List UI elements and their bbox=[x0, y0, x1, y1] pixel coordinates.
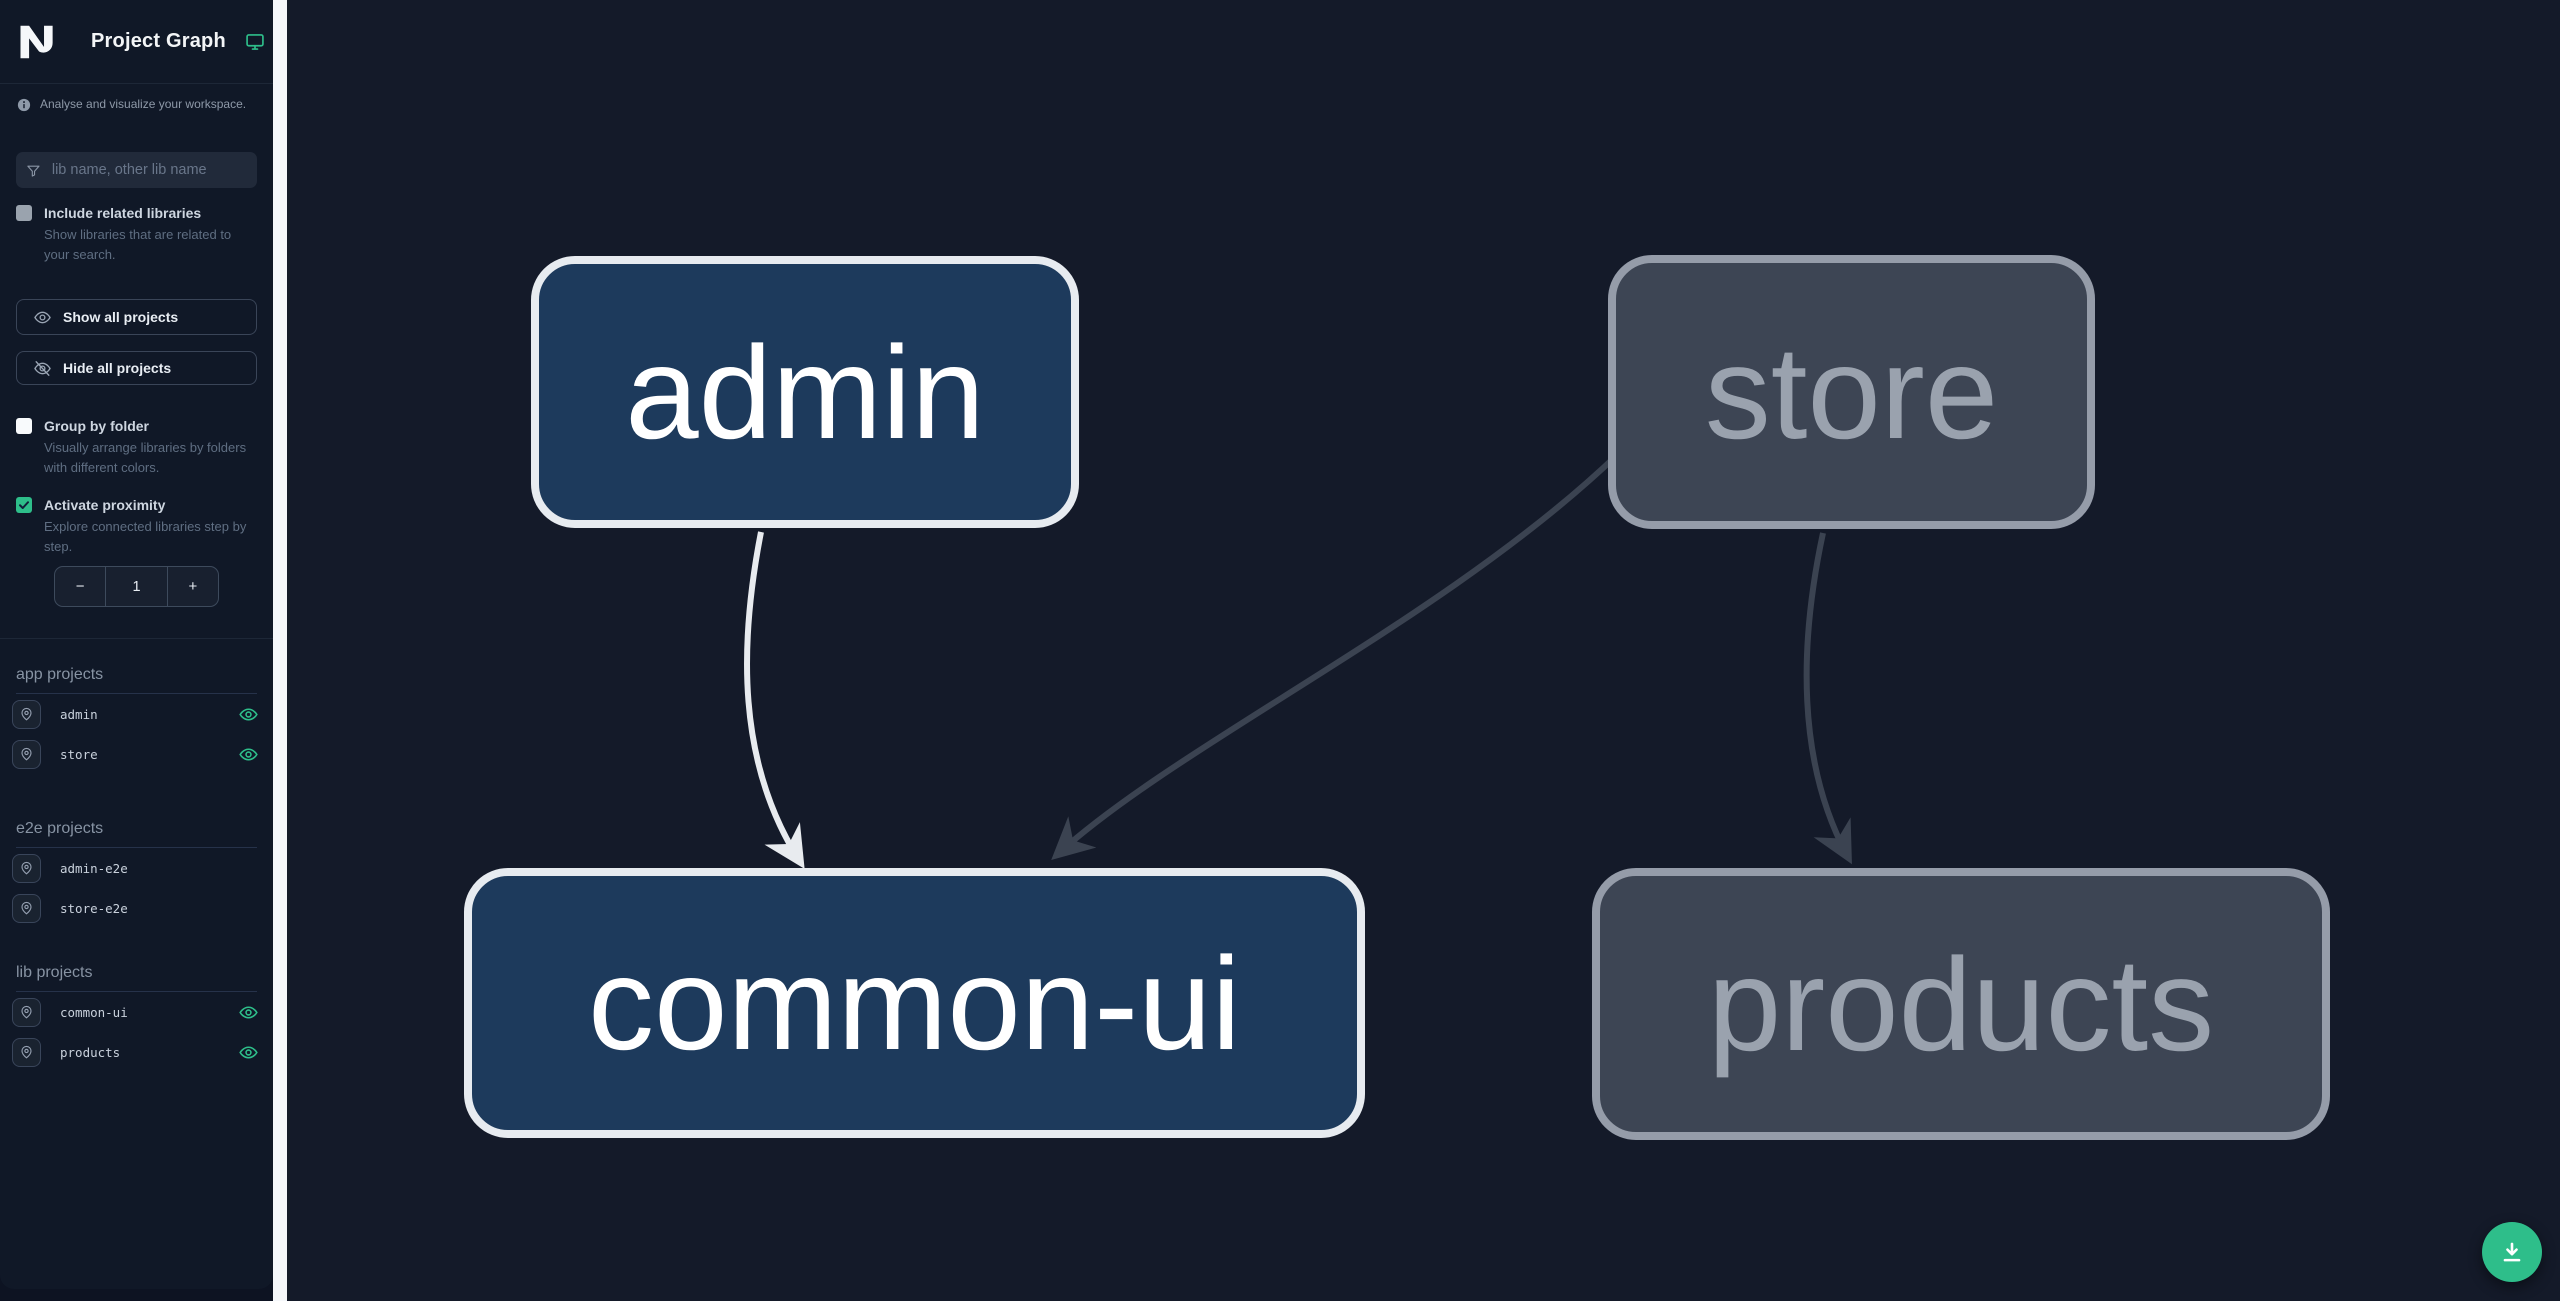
tagline-text: Analyse and visualize your workspace. bbox=[40, 97, 247, 111]
graph-node-products[interactable]: products bbox=[1592, 868, 2330, 1140]
map-pin-icon bbox=[21, 1045, 32, 1059]
sidebar-canvas-divider bbox=[273, 0, 287, 1301]
section-title: lib projects bbox=[16, 964, 257, 992]
funnel-icon bbox=[27, 165, 40, 177]
filter-input[interactable] bbox=[49, 161, 247, 179]
map-pin-icon bbox=[21, 707, 32, 721]
hide-all-label: Hide all projects bbox=[63, 360, 172, 376]
map-pin-icon bbox=[21, 861, 32, 875]
proximity-value: 1 bbox=[105, 567, 168, 606]
graph-node-admin[interactable]: admin bbox=[531, 256, 1079, 528]
focus-project-button[interactable] bbox=[12, 997, 41, 1027]
project-row-admin: admin bbox=[0, 694, 273, 734]
project-name[interactable]: common-ui bbox=[60, 1004, 128, 1020]
sidebar-divider bbox=[0, 638, 273, 639]
focus-project-button[interactable] bbox=[12, 699, 41, 729]
focus-project-button[interactable] bbox=[12, 739, 41, 769]
proximity-decrement-button[interactable]: − bbox=[55, 567, 105, 606]
group-by-folder-label[interactable]: Group by folder bbox=[44, 418, 149, 434]
hide-all-projects-button[interactable]: Hide all projects bbox=[16, 351, 257, 385]
focus-project-button[interactable] bbox=[12, 1037, 41, 1067]
edge-store-common-ui bbox=[1051, 452, 1620, 861]
toggle-visibility-eye-icon[interactable] bbox=[238, 704, 259, 725]
page-title: Project Graph bbox=[91, 30, 226, 52]
workspace-tagline: Analyse and visualize your workspace. bbox=[17, 97, 257, 113]
proximity-stepper: − 1 + bbox=[54, 566, 219, 607]
project-row-store-e2e: store-e2e bbox=[0, 888, 273, 928]
option-activate-proximity: Activate proximity Explore connected lib… bbox=[16, 497, 259, 557]
show-all-label: Show all projects bbox=[63, 309, 179, 325]
eye-slash-icon bbox=[34, 360, 51, 376]
focus-project-button[interactable] bbox=[12, 893, 41, 923]
show-all-projects-button[interactable]: Show all projects bbox=[16, 299, 257, 335]
project-name[interactable]: store bbox=[60, 746, 98, 762]
project-row-products: products bbox=[0, 1032, 273, 1072]
map-pin-icon bbox=[21, 747, 32, 761]
activate-proximity-label[interactable]: Activate proximity bbox=[44, 497, 166, 513]
map-pin-icon bbox=[21, 901, 32, 915]
download-icon bbox=[2503, 1242, 2521, 1262]
nx-logo bbox=[20, 25, 53, 58]
option-group-by-folder: Group by folder Visually arrange librari… bbox=[16, 418, 259, 478]
include-related-checkbox[interactable] bbox=[16, 205, 32, 221]
download-graph-button[interactable] bbox=[2482, 1222, 2542, 1282]
section-title: app projects bbox=[16, 666, 257, 694]
section-app-projects: app projects admin store bbox=[0, 666, 273, 774]
section-lib-projects: lib projects common-ui produ bbox=[0, 964, 273, 1072]
include-related-label[interactable]: Include related libraries bbox=[44, 205, 202, 221]
proximity-increment-button[interactable]: + bbox=[168, 567, 218, 606]
project-row-store: store bbox=[0, 734, 273, 774]
monitor-icon[interactable] bbox=[245, 32, 265, 52]
graph-node-common-ui[interactable]: common-ui bbox=[464, 868, 1365, 1138]
group-by-folder-checkbox[interactable] bbox=[16, 418, 32, 434]
group-by-folder-description: Visually arrange libraries by folders wi… bbox=[44, 440, 247, 476]
activate-proximity-description: Explore connected libraries step by step… bbox=[44, 519, 247, 555]
project-row-common-ui: common-ui bbox=[0, 992, 273, 1032]
edge-store-products bbox=[1803, 532, 1852, 865]
map-pin-icon bbox=[21, 1005, 32, 1019]
section-title: e2e projects bbox=[16, 820, 257, 848]
section-e2e-projects: e2e projects admin-e2e store-e2e bbox=[0, 820, 273, 928]
toggle-visibility-eye-icon[interactable] bbox=[238, 1042, 259, 1063]
activate-proximity-checkbox[interactable] bbox=[16, 497, 32, 513]
sidebar: Project Graph Analyse and visualize your… bbox=[0, 0, 273, 1289]
edge-admin-common-ui bbox=[744, 531, 805, 869]
include-related-description: Show libraries that are related to your … bbox=[44, 227, 232, 263]
info-icon bbox=[17, 98, 31, 112]
filter-box bbox=[16, 152, 257, 188]
check-icon bbox=[19, 501, 29, 509]
toggle-visibility-eye-icon[interactable] bbox=[238, 744, 259, 765]
graph-canvas[interactable]: admin store common-ui products bbox=[287, 0, 2560, 1301]
graph-node-store[interactable]: store bbox=[1608, 255, 2095, 529]
toggle-visibility-eye-icon[interactable] bbox=[238, 1002, 259, 1023]
project-name[interactable]: admin bbox=[60, 706, 98, 722]
project-name[interactable]: store-e2e bbox=[60, 900, 128, 916]
eye-icon bbox=[34, 311, 51, 323]
project-row-admin-e2e: admin-e2e bbox=[0, 848, 273, 888]
focus-project-button[interactable] bbox=[12, 853, 41, 883]
sidebar-header: Project Graph bbox=[0, 0, 273, 84]
project-name[interactable]: admin-e2e bbox=[60, 860, 128, 876]
project-name[interactable]: products bbox=[60, 1044, 121, 1060]
option-include-related: Include related libraries Show libraries… bbox=[16, 205, 259, 265]
